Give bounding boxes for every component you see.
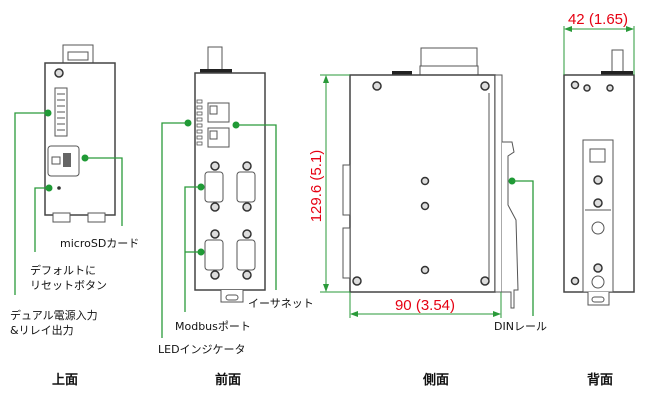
reset-button — [57, 186, 61, 190]
view-title-top: 上面 — [52, 373, 78, 388]
side-view-dimensions — [320, 74, 534, 318]
front-view-drawing — [194, 46, 266, 303]
front-view-callouts — [161, 119, 277, 338]
back-view-dimension — [563, 26, 635, 75]
back-view-drawing — [563, 49, 635, 306]
height-dimension: 129.6 (5.1) — [308, 150, 325, 223]
width-dimension: 42 (1.65) — [568, 11, 628, 28]
led-label: LEDインジケータ — [158, 343, 246, 356]
reset-label-line2: リセットボタン — [30, 279, 107, 292]
modbus-ports — [204, 161, 256, 280]
power-relay-label-line1: デュアル電源入力 — [10, 308, 98, 322]
side-view-drawing — [342, 47, 519, 309]
din-rail-label: DINレール — [494, 320, 547, 333]
view-title-back: 背面 — [587, 372, 613, 388]
led-indicators — [196, 99, 203, 146]
reset-label-line1: デフォルトに — [30, 263, 96, 277]
microsd-label: microSDカード — [60, 237, 139, 250]
view-title-side: 側面 — [422, 372, 449, 388]
top-view-drawing — [44, 44, 116, 223]
depth-dimension: 90 (3.54) — [395, 297, 455, 314]
modbus-label: Modbusポート — [175, 320, 251, 333]
ethernet-label: イーサネット — [248, 297, 314, 310]
top-view-callouts — [14, 109, 123, 295]
power-relay-label-line2: &リレイ出力 — [10, 323, 74, 337]
view-title-front: 前面 — [215, 372, 241, 388]
